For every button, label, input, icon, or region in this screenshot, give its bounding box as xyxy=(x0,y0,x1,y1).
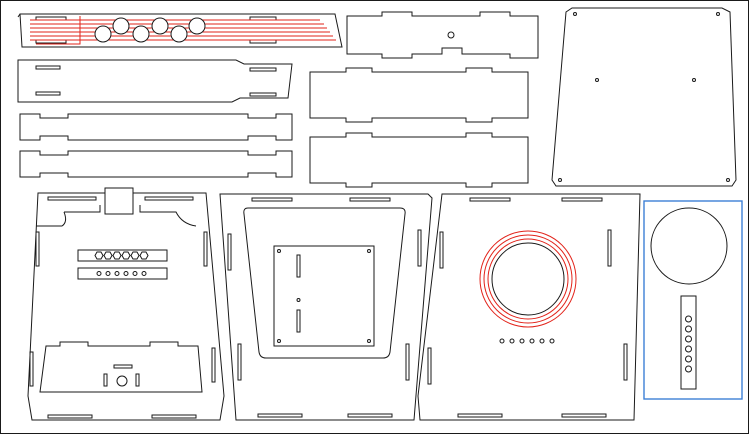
side-panel-circle-hole xyxy=(650,207,728,285)
panel-with-window-part[interactable] xyxy=(219,193,433,421)
button-row-1 xyxy=(94,251,149,260)
top-plate-part[interactable] xyxy=(346,11,539,59)
speaker-small-holes xyxy=(499,338,555,344)
neck-part[interactable] xyxy=(17,13,343,48)
middle-rail-part-1[interactable] xyxy=(309,67,529,123)
selection-box[interactable] xyxy=(643,200,743,400)
rail-part-3[interactable] xyxy=(19,150,293,178)
side-panel-part[interactable] xyxy=(643,200,743,400)
back-plate-part[interactable] xyxy=(551,7,737,187)
rail-part-2[interactable] xyxy=(19,113,293,141)
button-row-2 xyxy=(96,271,147,276)
rail-part-1[interactable] xyxy=(17,59,293,103)
front-panel-with-buttons-part[interactable] xyxy=(27,187,225,421)
neck-tuner-holes xyxy=(94,17,206,43)
speaker-rings xyxy=(479,230,577,328)
side-panel-button-holes xyxy=(685,315,692,373)
speaker-panel-part[interactable] xyxy=(417,193,641,421)
speaker-hole xyxy=(491,242,565,316)
side-panel-slot xyxy=(680,295,697,390)
middle-rail-part-2[interactable] xyxy=(309,132,529,188)
